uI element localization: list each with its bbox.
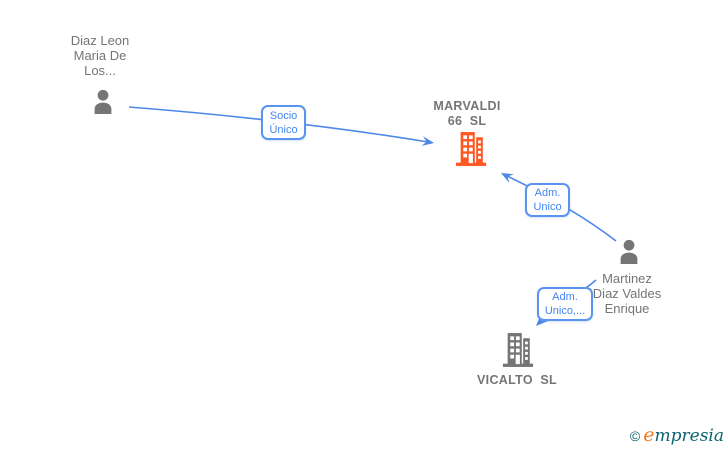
copyright-icon: © [629,428,641,444]
arrowhead-to-vicalto [536,314,548,326]
node-label-martinez: Martinez Diaz Valdes Enrique [592,271,662,316]
node-label-marvaldi: MARVALDI 66 SL [433,99,501,128]
edge-label-socio-unico[interactable]: Socio Único [261,105,306,140]
person-icon[interactable] [88,87,118,117]
company-icon-gray[interactable] [502,332,534,368]
arrowhead-to-marvaldi-from-martinez [501,173,514,183]
person-icon[interactable] [614,237,644,267]
logo-letter-e: e [643,424,655,446]
empresia-logo[interactable]: ©empresia [630,424,724,446]
node-label-vicalto: VICALTO SL [477,373,557,387]
arrowhead-to-marvaldi-from-diaz [421,136,434,146]
company-icon-orange[interactable] [455,131,487,167]
edge-label-adm-unico[interactable]: Adm. Unico [525,183,570,217]
node-label-diaz-leon: Diaz Leon Maria De Los... [70,33,130,78]
edge-label-adm-unico-more[interactable]: Adm. Unico,... [537,287,593,321]
logo-brand-rest: mpresia [654,426,725,446]
